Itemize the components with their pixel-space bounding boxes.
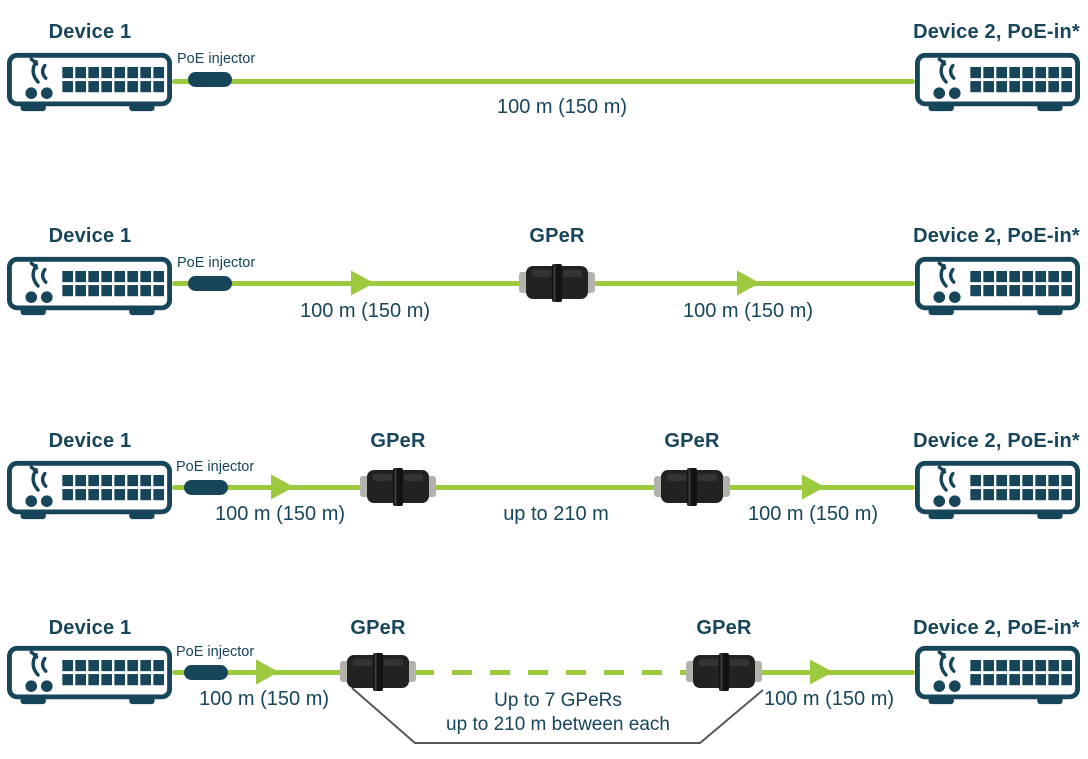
device1-icon (7, 52, 172, 114)
poe-injector-icon (184, 480, 228, 495)
poe-injector-icon (188, 72, 232, 87)
gper2-label: GPeR (696, 617, 752, 639)
device2-label: Device 2, PoE-in* (913, 225, 1080, 247)
cable-length-label-left: 100 m (150 m) (214, 503, 346, 525)
cable-length-label-right: 100 m (150 m) (763, 688, 895, 710)
flow-arrow-icon (256, 659, 279, 685)
device1-icon (7, 645, 172, 707)
flow-arrow-icon (802, 474, 825, 500)
flow-arrow-icon (271, 474, 294, 500)
device2-label: Device 2, PoE-in* (913, 21, 1080, 43)
cable-line (172, 79, 915, 84)
device2-label: Device 2, PoE-in* (913, 617, 1080, 639)
cable-length-label: 100 m (150 m) (496, 96, 628, 118)
note-line-1: Up to 7 GPeRs (494, 690, 622, 711)
device2-icon (915, 52, 1080, 114)
device2-label: Device 2, PoE-in* (913, 430, 1080, 452)
gper-icon (360, 466, 436, 508)
device1-icon (7, 460, 172, 522)
cable-line-dashed (414, 670, 688, 675)
device1-label: Device 1 (48, 617, 132, 639)
gper1-label: GPeR (350, 617, 406, 639)
cable-line (758, 670, 915, 675)
cable-length-label-left: 100 m (150 m) (299, 300, 431, 322)
device1-icon (7, 256, 172, 318)
cable-length-label-right: 100 m (150 m) (682, 300, 814, 322)
note-line-2: up to 210 m between each (446, 714, 670, 735)
device2-icon (915, 645, 1080, 707)
cable-length-label-right: 100 m (150 m) (747, 503, 879, 525)
device1-label: Device 1 (48, 21, 132, 43)
poe-injector-icon (188, 276, 232, 291)
gper-icon (654, 466, 730, 508)
poe-injector-label: PoE injector (177, 255, 256, 271)
device2-icon (915, 256, 1080, 318)
poe-injector-label: PoE injector (177, 51, 256, 67)
flow-arrow-icon (737, 270, 760, 296)
poe-injector-label: PoE injector (176, 644, 255, 660)
device1-label: Device 1 (48, 225, 132, 247)
gper1-label: GPeR (370, 430, 426, 452)
poe-injector-icon (184, 665, 228, 680)
flow-arrow-icon (810, 659, 833, 685)
device2-icon (915, 460, 1080, 522)
note-bracket (351, 687, 764, 744)
cable-length-label-left: 100 m (150 m) (198, 688, 330, 710)
cable-line (172, 485, 915, 490)
flow-arrow-icon (351, 270, 374, 296)
poe-injector-label: PoE injector (176, 459, 255, 475)
cable-length-label-middle: up to 210 m (503, 503, 609, 525)
gper-label: GPeR (529, 225, 585, 247)
gper2-label: GPeR (664, 430, 720, 452)
device1-label: Device 1 (48, 430, 132, 452)
gper-icon (519, 262, 595, 304)
